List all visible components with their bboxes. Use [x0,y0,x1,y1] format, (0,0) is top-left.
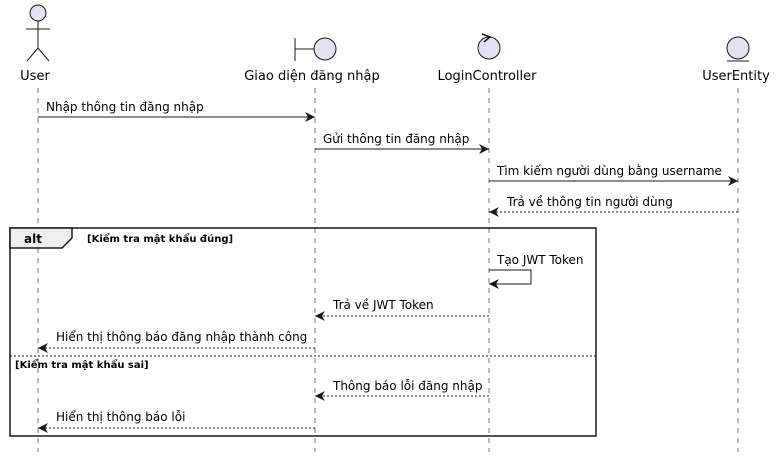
message-label: Trả về thông tin người dùng [506,195,673,209]
message-label: Tạo JWT Token [496,253,584,267]
message-6: Trả về JWT Token [315,298,489,321]
boundary-ui: Giao diện đăng nhập [244,37,380,84]
actor-icon [26,4,50,62]
participant-label-controller: LoginController [437,69,537,84]
boundary-icon [294,37,337,61]
participant-label-entity: UserEntity [702,69,770,84]
message-8: Thông báo lỗi đăng nhập [315,379,489,401]
alt-condition-1: [Kiểm tra mật khẩu đúng] [87,232,233,245]
control-controller: LoginController [437,33,537,84]
message-5-self: Tạo JWT Token [489,253,584,289]
message-arrow [489,269,532,289]
participant-label-user: User [20,69,50,84]
message-7: Hiển thị thông báo đăng nhập thành công [38,330,315,353]
alt-condition-2: [Kiểm tra mật khẩu sai] [15,358,149,371]
alt-tab [9,227,73,249]
entity-icon [726,36,750,62]
entity-entity: UserEntity [702,36,770,84]
message-label: Gửi thông tin đăng nhập [323,132,469,146]
message-label: Hiển thị thông báo đăng nhập thành công [56,330,307,344]
message-label: Nhập thông tin đăng nhập [46,100,204,114]
message-label: Tìm kiếm người dùng bằng username [496,164,722,178]
message-label: Trả về JWT Token [332,298,434,312]
message-4: Trả về thông tin người dùng [489,195,738,217]
message-9: Hiển thị thông báo lỗi [38,410,315,433]
message-1: Nhập thông tin đăng nhập [38,100,315,122]
participant-label-ui: Giao diện đăng nhập [244,69,380,84]
message-label: Hiển thị thông báo lỗi [56,410,185,424]
alt-frame [9,227,597,437]
alt-fragment: alt [Kiểm tra mật khẩu đúng] [Kiểm tra m… [9,227,597,437]
message-3: Tìm kiếm người dùng bằng username [489,164,738,186]
alt-keyword: alt [24,232,42,246]
message-label: Thông báo lỗi đăng nhập [332,379,482,393]
control-icon [477,33,501,60]
message-2: Gửi thông tin đăng nhập [315,132,489,154]
actor-user: User [20,4,50,84]
